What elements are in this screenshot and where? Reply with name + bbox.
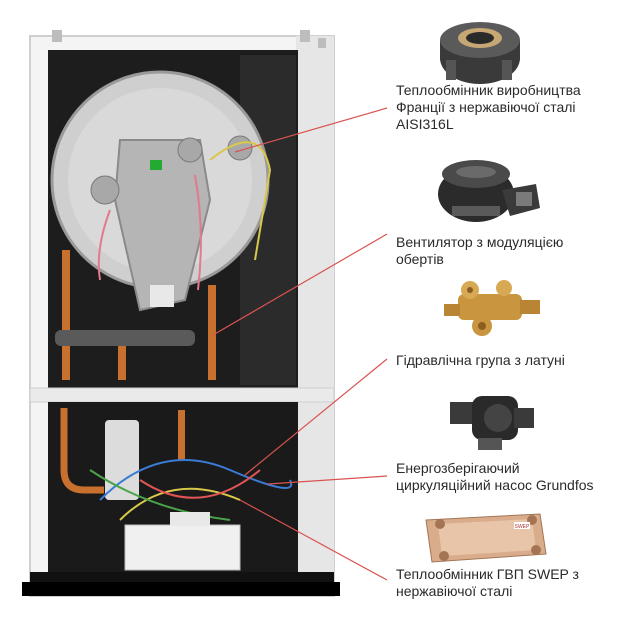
- label-dhw-exchanger: Теплообмінник ГВП SWEP з нержавіючої ста…: [396, 566, 579, 599]
- heat-exchanger-coil-icon: [440, 22, 520, 84]
- swep-logo: SWEP: [515, 524, 530, 530]
- fan-icon: [438, 160, 540, 222]
- label-heat-exchanger: Теплообмінник виробництва Франції з нерж…: [396, 82, 581, 132]
- brass-valve-icon: [444, 280, 540, 336]
- label-pump: Енергозберігаючий циркуляційний насос Gr…: [396, 460, 594, 493]
- plate-heat-exchanger-icon: SWEP: [425, 513, 547, 563]
- label-fan: Вентилятор з модуляцією обертів: [396, 234, 564, 267]
- label-hydraulic-group: Гідравлічна група з латуні: [396, 352, 565, 368]
- pump-icon: [450, 396, 534, 450]
